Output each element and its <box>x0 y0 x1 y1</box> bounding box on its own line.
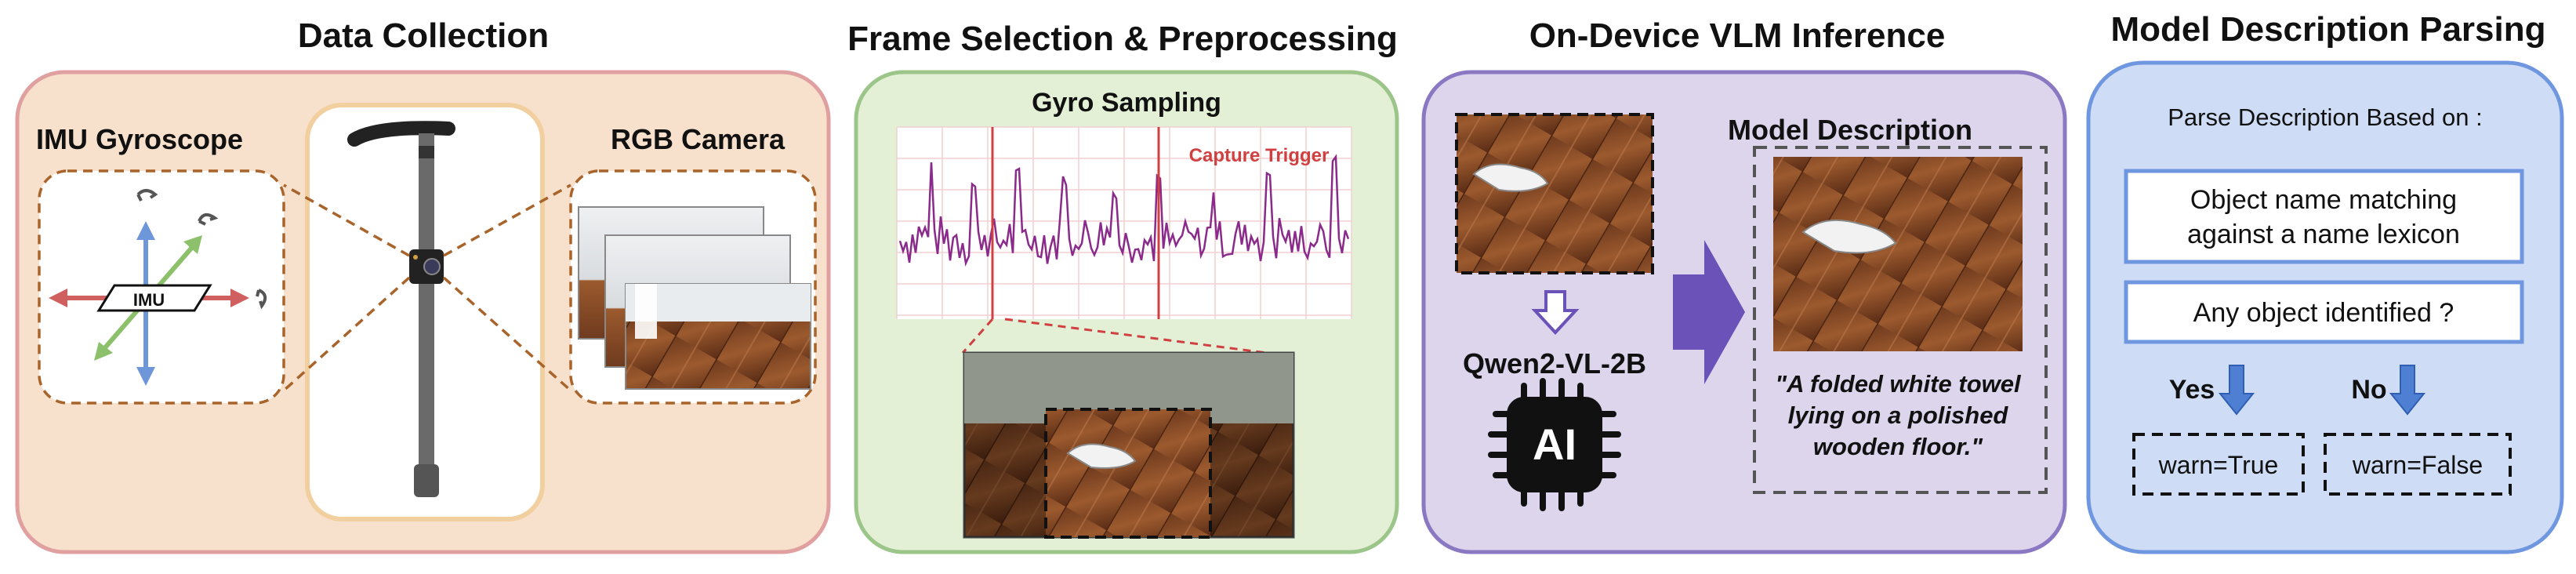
trigger-label: Capture Trigger <box>1189 145 1330 166</box>
camera-frames <box>578 206 811 390</box>
yes-label: Yes <box>2169 375 2215 405</box>
towel-shape <box>1066 443 1137 469</box>
lexicon-line-1: Object name matching <box>2190 185 2457 215</box>
imu-chip-label: IMU <box>133 290 165 310</box>
warn-true-box <box>2132 433 2305 496</box>
connector-camera-bottom <box>442 276 572 392</box>
imu-axes-icon: IMU <box>49 189 267 386</box>
selected-frame <box>963 351 1295 539</box>
model-name: Qwen2-VL-2B <box>1463 347 1646 380</box>
inference-arrow-icon <box>1673 240 1745 384</box>
identified-question: Any object identified ? <box>2193 298 2454 328</box>
connector-imu-top <box>283 183 410 257</box>
connector-imu-bottom <box>282 276 411 392</box>
cane-icon <box>347 121 455 497</box>
parse-label: Parse Description Based on : <box>2168 104 2483 131</box>
ai-chip-icon: AI <box>1488 378 1621 511</box>
imu-label: IMU Gyroscope <box>36 123 243 155</box>
identified-box <box>2124 280 2524 344</box>
lexicon-line-2: against a name lexicon <box>2187 220 2460 249</box>
crop-region <box>1044 408 1212 539</box>
collection-title: Data Collection <box>298 16 549 55</box>
description-line-2: lying on a polished <box>1788 401 2009 429</box>
description-image <box>1773 157 2023 351</box>
warn-false-label: warn=False <box>2352 451 2483 479</box>
zoom-connector-left <box>961 318 994 354</box>
warn-false-box <box>2324 433 2512 496</box>
description-title: Model Description <box>1728 114 1972 146</box>
description-box <box>1753 146 2048 494</box>
description-line-3: wooden floor." <box>1813 433 1983 460</box>
description-line-1: "A folded white towel <box>1775 370 2022 398</box>
inference-title: On-Device VLM Inference <box>1529 16 1946 55</box>
warn-true-label: warn=True <box>2158 451 2279 479</box>
ai-chip-text: AI <box>1533 420 1576 469</box>
parsing-title: Model Description Parsing <box>2111 10 2546 49</box>
lexicon-box <box>2124 169 2524 264</box>
gyro-signal-line <box>898 154 1350 267</box>
gyro-label: Gyro Sampling <box>1032 88 1221 118</box>
gyro-chart: Capture Trigger <box>896 126 1352 319</box>
input-crop-image <box>1455 113 1654 274</box>
zoom-connector-right <box>1004 318 1268 354</box>
down-arrow-icon <box>1531 290 1580 335</box>
connector-camera-top <box>443 183 571 257</box>
no-arrow-icon <box>2389 365 2426 416</box>
selection-title: Frame Selection & Preprocessing <box>847 20 1398 58</box>
yes-arrow-icon <box>2218 365 2255 416</box>
camera-label: RGB Camera <box>611 123 785 155</box>
no-label: No <box>2351 375 2386 405</box>
